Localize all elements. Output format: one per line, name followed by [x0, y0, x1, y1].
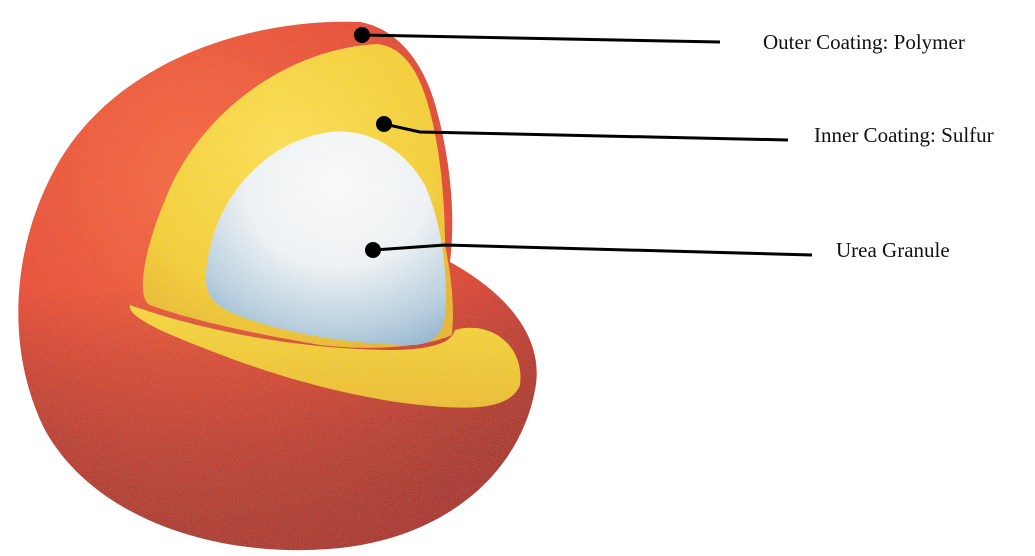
leader-dot-outer	[354, 27, 370, 43]
urea-granule-label: Urea Granule	[836, 238, 950, 262]
leader-line-outer	[362, 35, 720, 42]
leader-dot-core	[365, 242, 381, 258]
leader-dot-inner	[376, 116, 392, 132]
inner-coating-label: Inner Coating: Sulfur	[814, 123, 994, 147]
outer-coating-label: Outer Coating: Polymer	[763, 30, 965, 54]
leader-line-inner	[384, 124, 788, 140]
